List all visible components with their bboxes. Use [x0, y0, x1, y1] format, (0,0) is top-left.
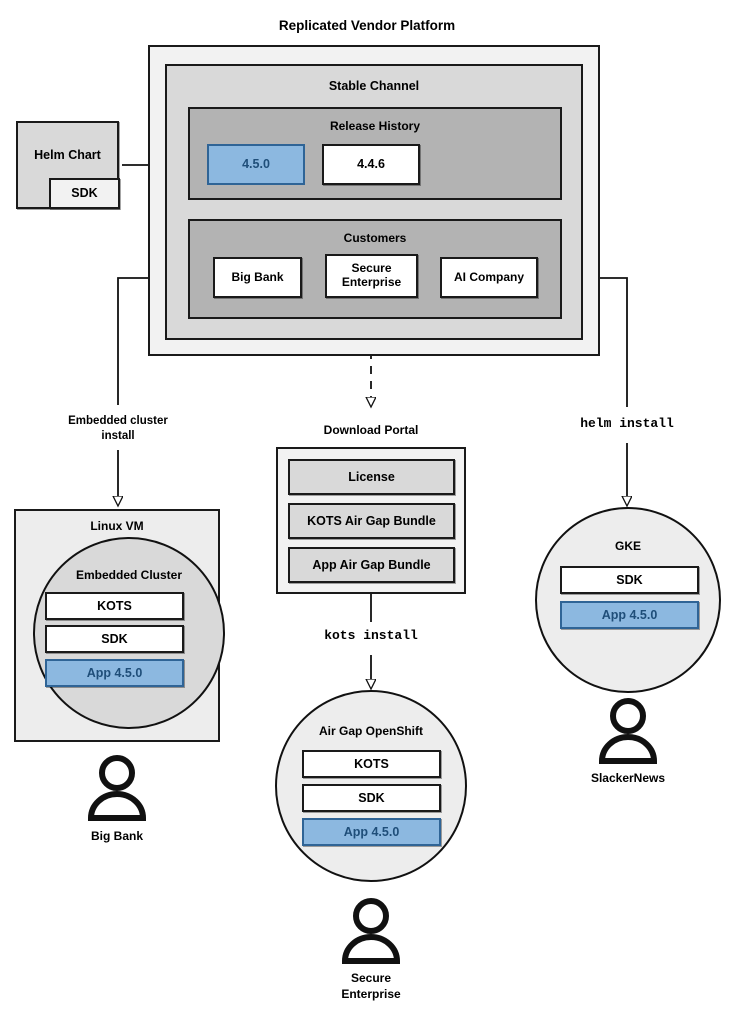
- download-portal-item-license[interactable]: License: [288, 459, 455, 495]
- target-gke-title: GKE: [614, 539, 641, 553]
- gke-component-sdk[interactable]: SDK: [560, 566, 699, 594]
- target-linux-vm-customer-label: Big Bank: [90, 829, 143, 843]
- linux-vm-component-sdk[interactable]: SDK: [45, 625, 184, 653]
- edge-label-kots-install: kots install: [324, 628, 418, 643]
- person-icon-slackernews: [598, 698, 658, 764]
- customers-title: Customers: [343, 231, 407, 245]
- linux-vm-component-kots[interactable]: KOTS: [45, 592, 184, 620]
- edge-label-embedded-cluster-install: Embedded cluster install: [38, 414, 198, 444]
- target-gke-customer-label: SlackerNews: [590, 771, 666, 785]
- linux-vm-component-app[interactable]: App 4.5.0: [45, 659, 184, 687]
- target-airgap-customer-label: Secure Enterprise: [291, 971, 451, 1002]
- helm-chart-sdk-box[interactable]: SDK: [49, 178, 120, 209]
- airgap-component-kots[interactable]: KOTS: [302, 750, 441, 778]
- download-portal-item-kots-air-gap-bundle[interactable]: KOTS Air Gap Bundle: [288, 503, 455, 539]
- target-airgap-customer-line2: Enterprise: [341, 986, 401, 1001]
- customer-card-ai-company[interactable]: AI Company: [440, 257, 538, 298]
- stable-channel-title: Stable Channel: [328, 79, 420, 93]
- customer-card-secure-enterprise-line1: Secure: [351, 261, 392, 276]
- target-airgap-customer-line1: Secure: [350, 971, 392, 985]
- embedded-cluster-title: Embedded Cluster: [75, 568, 183, 582]
- airgap-component-sdk[interactable]: SDK: [302, 784, 441, 812]
- target-gke-circle: [535, 507, 721, 693]
- download-portal-item-app-air-gap-bundle[interactable]: App Air Gap Bundle: [288, 547, 455, 583]
- edge-label-helm-install: helm install: [580, 416, 674, 431]
- customer-card-secure-enterprise-line2: Enterprise: [341, 275, 402, 289]
- download-portal-title: Download Portal: [323, 423, 419, 437]
- release-history-title: Release History: [329, 119, 421, 133]
- customer-card-big-bank[interactable]: Big Bank: [213, 257, 302, 298]
- edge-label-embedded-line2: install: [101, 429, 135, 442]
- airgap-component-app[interactable]: App 4.5.0: [302, 818, 441, 846]
- person-icon-secure-enterprise: [341, 898, 401, 964]
- target-airgap-openshift-title: Air Gap OpenShift: [318, 724, 423, 738]
- customer-card-secure-enterprise[interactable]: Secure Enterprise: [325, 254, 418, 298]
- person-icon-big-bank: [87, 755, 147, 821]
- release-card-4-5-0[interactable]: 4.5.0: [207, 144, 305, 185]
- gke-component-app[interactable]: App 4.5.0: [560, 601, 699, 629]
- helm-chart-label: Helm Chart: [34, 147, 101, 162]
- edge-label-embedded-line1: Embedded cluster: [68, 415, 168, 427]
- release-card-4-4-6[interactable]: 4.4.6: [322, 144, 420, 185]
- page-title: Replicated Vendor Platform: [278, 18, 456, 33]
- target-linux-vm-title: Linux VM: [90, 519, 144, 533]
